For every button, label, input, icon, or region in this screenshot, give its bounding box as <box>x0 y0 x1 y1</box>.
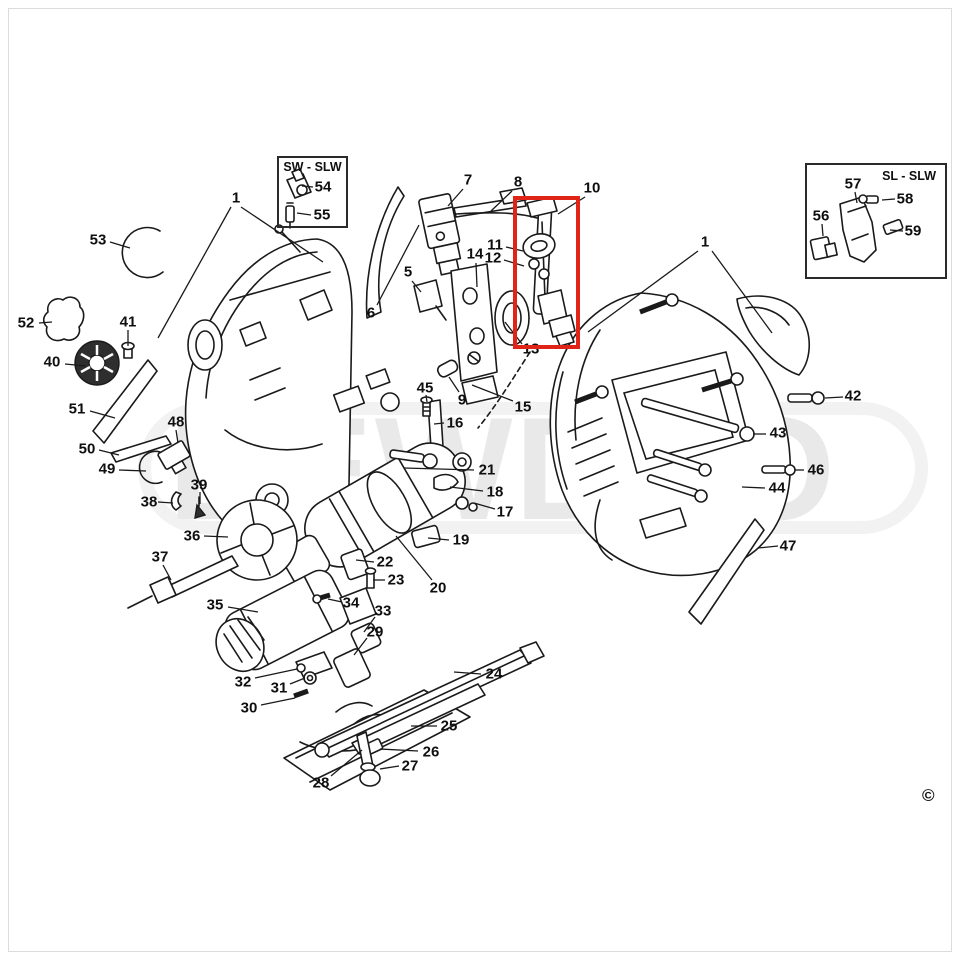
part-callout-49: 49 <box>98 460 116 478</box>
part-callout-7: 7 <box>463 171 473 189</box>
part-callout-20: 20 <box>429 579 447 597</box>
inset-sl-icons <box>809 194 904 263</box>
part-callout-48: 48 <box>167 413 185 431</box>
part-callout-10: 10 <box>583 179 601 197</box>
part-callout-46: 46 <box>807 461 825 479</box>
part-callout-26: 26 <box>422 743 440 761</box>
part-callout-14: 14 <box>466 245 484 263</box>
part-callout-40: 40 <box>43 353 61 371</box>
small-parts-left-art <box>42 226 207 519</box>
part-callout-17: 17 <box>496 503 514 521</box>
part-callout-58: 58 <box>896 190 914 208</box>
copyright-symbol: © <box>922 786 935 805</box>
part-callout-55: 55 <box>313 206 331 224</box>
part-callout-12: 12 <box>484 249 502 267</box>
part-callout-11: 11 <box>487 236 503 254</box>
part-callout-34: 34 <box>342 594 360 612</box>
part-callout-35: 35 <box>206 596 224 614</box>
base-assembly-art <box>283 473 545 791</box>
part-callout-57: 57 <box>844 175 862 193</box>
callout-leader-lines <box>38 185 904 777</box>
right-screws-art <box>640 391 825 625</box>
part-callout-29: 29 <box>366 623 384 641</box>
part-callout-8: 8 <box>513 173 523 191</box>
part-callout-41: 41 <box>119 313 137 331</box>
part-callout-5: 5 <box>403 263 413 281</box>
part-callout-56: 56 <box>812 207 830 225</box>
part-callout-23: 23 <box>387 571 405 589</box>
part-callout-32: 32 <box>234 673 252 691</box>
part-callout-1: 1 <box>231 189 241 207</box>
part-callout-53: 53 <box>89 231 107 249</box>
part-callout-42: 42 <box>844 387 862 405</box>
inset-title-sw-slw: SW - SLW <box>283 160 342 174</box>
part-callout-9: 9 <box>457 391 467 409</box>
part-callout-30: 30 <box>240 699 258 717</box>
part-callout-52: 52 <box>17 314 35 332</box>
part-callout-33: 33 <box>374 602 392 620</box>
part-callout-51: 51 <box>68 400 86 418</box>
part-callout-36: 36 <box>183 527 201 545</box>
left-housing-art <box>184 224 400 557</box>
part-callout-19: 19 <box>452 531 470 549</box>
part-callout-37: 37 <box>151 548 169 566</box>
part-callout-25: 25 <box>440 717 458 735</box>
top-cover-art <box>736 295 811 376</box>
part-callout-22: 22 <box>376 553 394 571</box>
highlight-box <box>513 196 580 349</box>
part-callout-43: 43 <box>769 424 787 442</box>
part-callout-1: 1 <box>700 233 710 251</box>
part-callout-50: 50 <box>78 440 96 458</box>
part-callout-47: 47 <box>779 537 797 555</box>
part-callout-28: 28 <box>312 774 330 792</box>
switch-art <box>413 187 538 321</box>
part-callout-6: 6 <box>366 304 376 322</box>
inset-box-sl-slw: SL - SLW <box>805 163 947 279</box>
inset-box-sw-slw: SW - SLW <box>277 156 348 228</box>
part-callout-16: 16 <box>446 414 464 432</box>
inset-sw-icons <box>285 168 312 229</box>
part-callout-44: 44 <box>768 479 786 497</box>
part-callout-45: 45 <box>416 379 434 397</box>
part-callout-31: 31 <box>270 679 288 697</box>
part-callout-24: 24 <box>485 665 503 683</box>
inset-title-sl-slw: SL - SLW <box>882 169 936 183</box>
part-callout-21: 21 <box>478 461 496 479</box>
part-callout-27: 27 <box>401 757 419 775</box>
part-callout-38: 38 <box>140 493 158 511</box>
part-callout-59: 59 <box>904 222 922 240</box>
plunger-assembly-art <box>477 196 576 429</box>
blade-guard-art <box>365 186 405 319</box>
part-callout-15: 15 <box>514 398 532 416</box>
part-callout-39: 39 <box>190 476 208 494</box>
bracket-plate-art <box>420 263 499 449</box>
part-callout-18: 18 <box>486 483 504 501</box>
part-callout-54: 54 <box>314 178 332 196</box>
